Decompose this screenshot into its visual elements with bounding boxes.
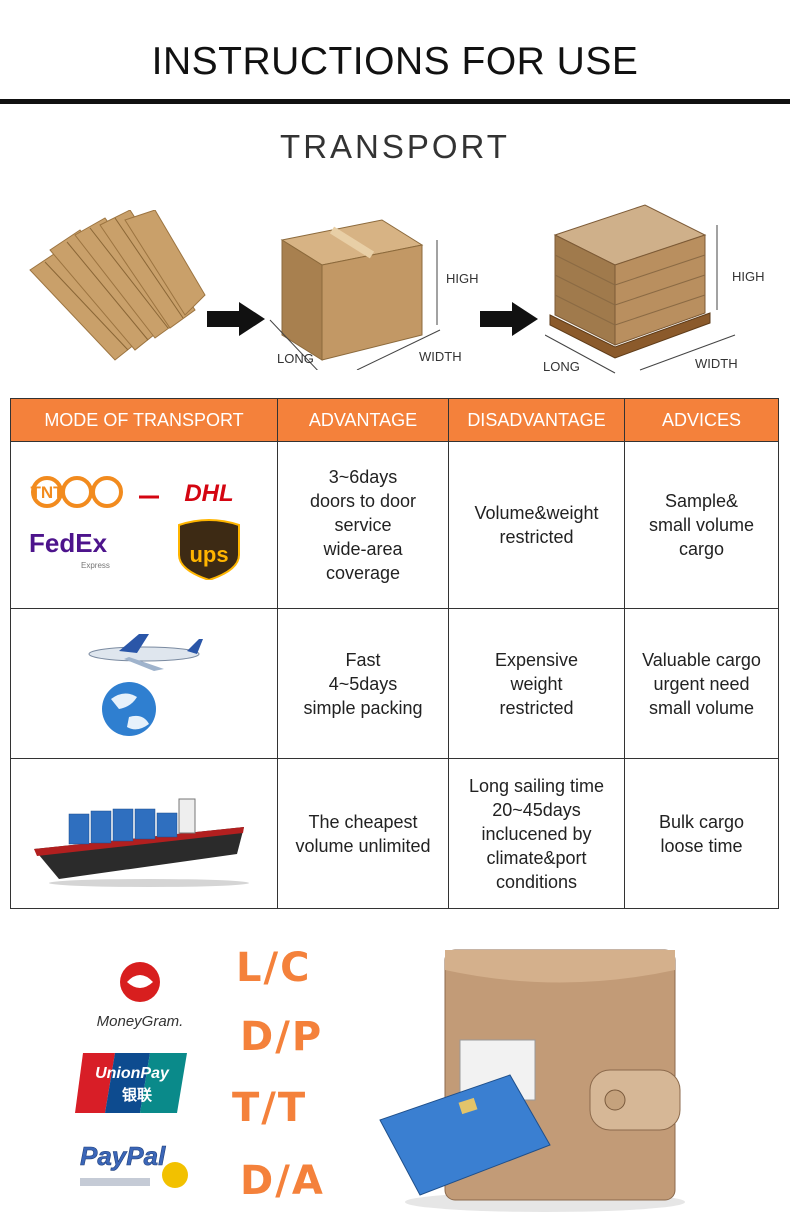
advices-cell: Sample& small volume cargo	[624, 441, 779, 609]
wallet-card-image	[379, 949, 685, 1212]
disadvantage-line: 20~45days	[492, 799, 581, 820]
arrow-right-icon	[207, 302, 265, 336]
disadvantage-line: climate&port	[486, 847, 587, 868]
tnt-logo-text: TNT	[30, 483, 64, 502]
moneygram-logo: MoneyGram.	[97, 962, 184, 1030]
advices-line: loose time	[660, 835, 743, 856]
advantage-line: wide-area	[323, 539, 403, 559]
advantage-line: The cheapest	[308, 811, 418, 832]
disadvantage-line: restricted	[499, 697, 574, 718]
page-title: INSTRUCTIONS FOR USE	[151, 40, 639, 83]
fedex-logo-subtext: Express	[81, 561, 110, 570]
pallet-image	[545, 204, 736, 374]
table-row: Fast 4~5days simple packing Expensive we…	[10, 608, 779, 759]
disadvantage-cell: Expensive weight restricted	[448, 608, 625, 759]
advantage-line: simple packing	[303, 697, 423, 718]
disadvantage-line: Long sailing time	[468, 775, 605, 796]
header-advantage: ADVANTAGE	[277, 398, 449, 442]
advices-line: cargo	[678, 539, 725, 559]
unionpay-logo: UnionPay 银联	[75, 1053, 187, 1113]
carton-high-label: HIGH	[446, 271, 479, 286]
disadvantage-cell: Long sailing time 20~45days inclucened b…	[448, 758, 625, 909]
header-disadvantage: DISADVANTAGE	[448, 398, 625, 442]
advices-line: Sample&	[664, 491, 739, 511]
payment-term-tt: T/T	[232, 1085, 308, 1131]
disadvantage-cell: Volume&weight restricted	[448, 441, 625, 609]
disadvantage-line: inclucened by	[481, 823, 592, 844]
disadvantage-line: restricted	[499, 527, 574, 547]
advantage-cell: 3~6days doors to door service wide-area …	[277, 441, 449, 609]
express-logos: TNT DHL FedEx Express ups	[10, 441, 278, 609]
advices-line: small volume	[648, 697, 755, 718]
ups-logo: ups	[178, 519, 240, 580]
advantage-line: volume unlimited	[295, 835, 431, 856]
table-row: TNT DHL FedEx Express ups	[10, 441, 779, 609]
payment-term-da: D/A	[240, 1158, 325, 1204]
fedex-logo: FedEx Express	[29, 528, 110, 570]
moneygram-logo-text: MoneyGram.	[97, 1013, 184, 1030]
header-advices: ADVICES	[624, 398, 779, 442]
pallet-long-label: LONG	[543, 359, 580, 374]
ups-logo-text: ups	[189, 542, 228, 567]
dhl-logo: DHL	[139, 480, 259, 507]
payment-term-dp: D/P	[240, 1014, 324, 1060]
advices-line: Valuable cargo	[642, 649, 761, 670]
sea-transport-image	[10, 758, 278, 909]
arrow-right-icon	[480, 302, 538, 336]
air-transport-image	[10, 608, 278, 759]
carton-box-image	[269, 219, 441, 370]
advantage-line: coverage	[325, 563, 401, 583]
section-title: TRANSPORT	[280, 128, 510, 165]
fedex-logo-text: FedEx	[29, 528, 108, 558]
advices-cell: Bulk cargo loose time	[624, 758, 779, 909]
pallet-high-label: HIGH	[732, 269, 765, 284]
airplane-globe-icon	[88, 633, 203, 736]
flat-cartons-image	[29, 210, 206, 361]
paypal-logo-text: PayPal	[80, 1141, 166, 1171]
advices-line: small volume	[648, 515, 755, 535]
header-mode-of-transport: MODE OF TRANSPORT	[10, 398, 278, 442]
dhl-logo-text: DHL	[184, 480, 233, 507]
disadvantage-line: Volume&weight	[474, 503, 599, 523]
payment-section: MoneyGram. UnionPay 银联 PayPal L/C D/P T/…	[0, 930, 790, 1230]
carton-long-label: LONG	[277, 351, 314, 366]
paypal-logo: PayPal	[80, 1141, 188, 1188]
advices-line: Bulk cargo	[658, 811, 745, 832]
pallet-width-label: WIDTH	[695, 356, 738, 371]
cargo-ship-icon	[34, 798, 249, 887]
title-divider	[0, 99, 790, 104]
payment-term-lc: L/C	[236, 945, 312, 991]
table-row: The cheapest volume unlimited Long saili…	[10, 758, 779, 909]
advices-line: urgent need	[653, 673, 750, 694]
advices-cell: Valuable cargo urgent need small volume	[624, 608, 779, 759]
advantage-line: service	[334, 515, 392, 535]
advantage-cell: Fast 4~5days simple packing	[277, 608, 449, 759]
advantage-line: 3~6days	[328, 467, 398, 487]
disadvantage-line: Expensive	[494, 649, 579, 670]
advantage-cell: The cheapest volume unlimited	[277, 758, 449, 909]
advantage-line: 4~5days	[328, 673, 398, 694]
unionpay-logo-subtext: 银联	[122, 1086, 153, 1104]
tnt-logo: TNT	[30, 476, 123, 508]
packing-illustration: HIGH LONG WIDTH HIGH LONG WIDTH	[0, 190, 790, 390]
carton-width-label: WIDTH	[419, 349, 462, 364]
unionpay-logo-text: UnionPay	[95, 1065, 170, 1082]
disadvantage-line: weight	[510, 673, 563, 694]
disadvantage-line: conditions	[495, 871, 578, 892]
transport-modes-table: MODE OF TRANSPORT ADVANTAGE DISADVANTAGE…	[10, 398, 779, 909]
advantage-line: doors to door	[309, 491, 417, 511]
advantage-line: Fast	[345, 649, 381, 670]
